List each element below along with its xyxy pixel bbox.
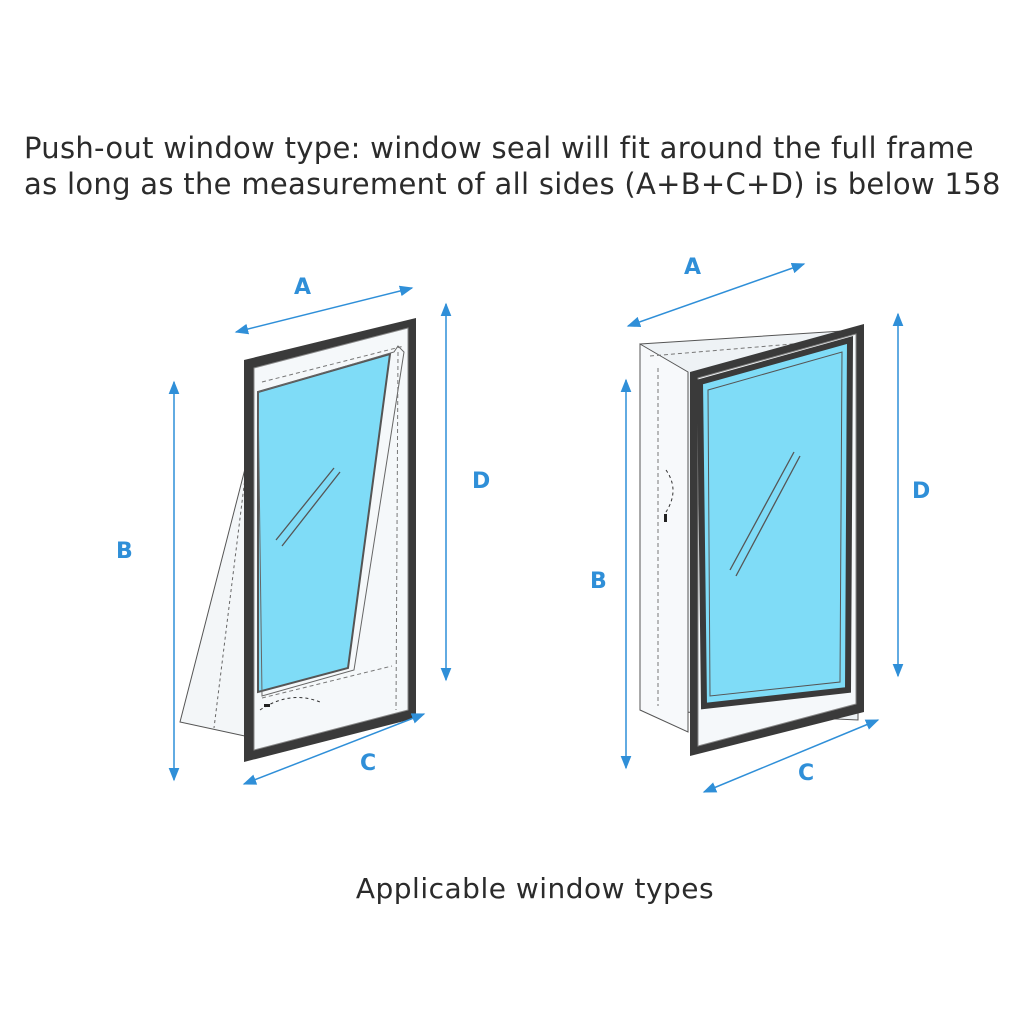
heading: Push-out window type: window seal will f… — [24, 130, 1024, 202]
heading-line-1: Push-out window type: window seal will f… — [24, 131, 974, 165]
left-dim-a-arrow — [234, 285, 414, 335]
right-label-b: B — [590, 569, 607, 594]
left-dim-c-arrow — [242, 713, 426, 785]
right-glass — [707, 351, 843, 697]
right-label-c: C — [798, 761, 814, 786]
left-glass — [257, 352, 392, 694]
awning-window-icon — [179, 318, 416, 762]
right-label-a: A — [684, 255, 701, 280]
heading-line-2: as long as the measurement of all sides … — [24, 167, 1001, 201]
right-dim-c-arrow — [702, 719, 880, 793]
caption: Applicable window types — [355, 872, 715, 905]
right-dim-a-arrow — [626, 262, 806, 328]
right-label-d: D — [912, 479, 930, 504]
left-label-c: C — [360, 751, 376, 776]
casement-window-icon — [639, 324, 864, 756]
left-label-d: D — [472, 469, 490, 494]
left-label-b: B — [116, 539, 133, 564]
left-label-a: A — [294, 275, 311, 300]
